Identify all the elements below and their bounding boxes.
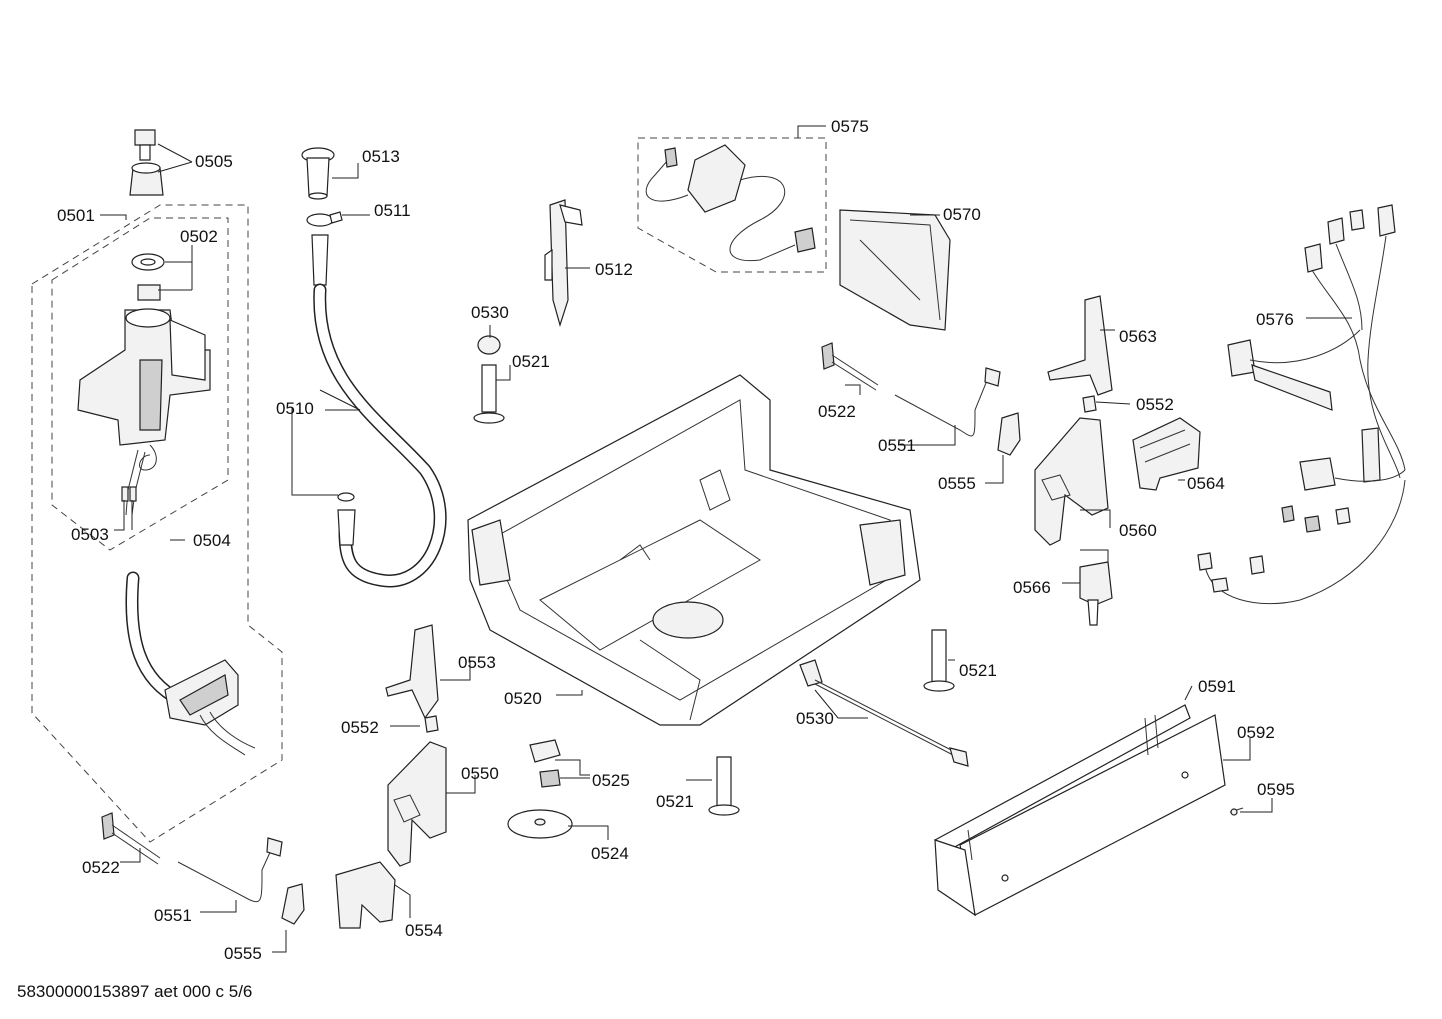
holder-icon [997,412,1021,456]
sensor-cable-icon [177,837,283,903]
part-labels: 0505 0501 0502 0503 0504 0513 0511 0510 … [57,117,1295,963]
clip-icon [1082,395,1097,413]
assembly-outline-0575 [637,137,827,273]
drain-hose-icon [301,147,447,588]
hinge-bracket-icon [385,624,439,720]
label-0564: 0564 [1187,474,1225,493]
sensor-icon [1079,561,1113,626]
foot-icon [473,335,505,424]
hinge-bracket-icon [1047,295,1113,396]
label-0575: 0575 [831,117,869,136]
label-0521-top: 0521 [512,352,550,371]
label-0530-top: 0530 [471,303,509,322]
assembly-outline-0501 [31,204,283,843]
water-inlet-valve-icon [77,129,211,516]
leader-lines [100,125,1352,953]
label-0524: 0524 [591,844,629,863]
label-0501: 0501 [57,206,95,225]
label-0592: 0592 [1237,723,1275,742]
label-0554: 0554 [405,921,443,940]
wiring-harness-icon [1197,204,1406,605]
label-0504: 0504 [193,531,231,550]
label-0576: 0576 [1256,310,1294,329]
label-0521-bottom: 0521 [656,792,694,811]
label-0560: 0560 [1119,521,1157,540]
label-0553: 0553 [458,653,496,672]
label-0522-left: 0522 [82,858,120,877]
foot-icon [708,756,740,816]
screw-icon [1229,807,1244,816]
label-0502: 0502 [180,227,218,246]
label-0552-right: 0552 [1136,395,1174,414]
spring-icon [821,342,879,391]
label-0570: 0570 [943,205,981,224]
switch-icon [529,739,561,788]
assembly-outline-0504 [51,217,229,551]
label-0520: 0520 [504,689,542,708]
control-module-icon [839,209,951,331]
document-code: 58300000153897 aet 000 c 5/6 [17,982,253,1001]
sensor-cable-icon [894,367,1001,437]
label-0555-left: 0555 [224,944,262,963]
power-supply-cable-icon [645,144,816,262]
label-0591: 0591 [1198,677,1236,696]
label-0555-right: 0555 [938,474,976,493]
label-0510: 0510 [276,399,314,418]
rod-icon [799,659,969,767]
label-0525: 0525 [592,771,630,790]
label-0505: 0505 [195,152,233,171]
spring-icon [101,812,161,865]
label-0552-left: 0552 [341,718,379,737]
label-0551-left: 0551 [154,906,192,925]
support-bracket-icon [387,741,447,867]
support-bracket-icon [1034,417,1109,546]
label-0521-right: 0521 [959,661,997,680]
disc-icon [507,809,573,839]
cover-icon [1132,417,1201,491]
foot-icon [923,629,955,692]
clip-icon [424,715,439,733]
label-0512: 0512 [595,260,633,279]
label-0522-right: 0522 [818,402,856,421]
label-0550: 0550 [461,764,499,783]
inlet-hose-icon [125,571,256,756]
label-0513: 0513 [362,147,400,166]
label-0503: 0503 [71,525,109,544]
holder-icon [281,883,305,925]
panel-icon [934,704,1226,917]
label-0530-mid: 0530 [796,709,834,728]
label-0563: 0563 [1119,327,1157,346]
rod-icon [544,199,583,328]
label-0511: 0511 [374,201,411,220]
label-0595: 0595 [1257,780,1295,799]
base-tub-icon [467,374,921,726]
label-0551-right: 0551 [878,436,916,455]
label-0566: 0566 [1013,578,1051,597]
cover-icon [335,861,396,929]
